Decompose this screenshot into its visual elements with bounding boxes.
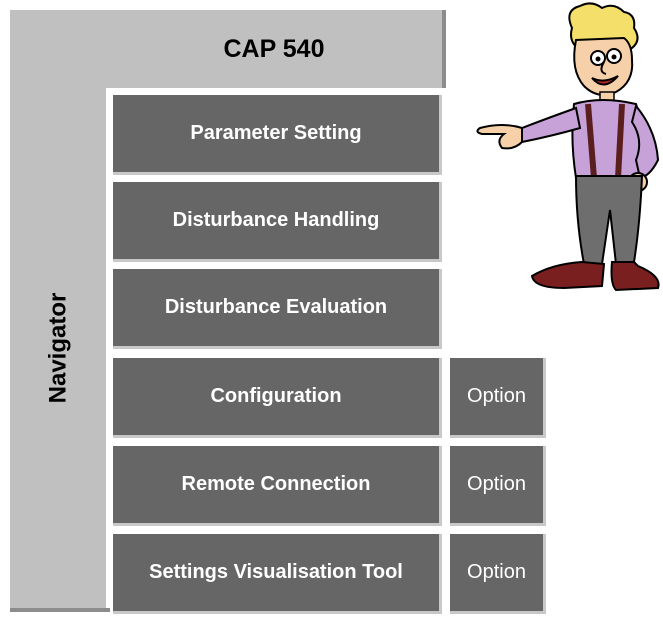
navigator-label: Navigator	[44, 292, 72, 404]
frame-sidebar	[10, 10, 106, 608]
configuration-option-button[interactable]: Option	[450, 358, 546, 438]
frame-shadow	[442, 10, 446, 88]
menu-disturbance-evaluation-button[interactable]: Disturbance Evaluation	[113, 269, 442, 349]
pointing-cartoon-man-icon	[476, 2, 660, 292]
page-title: CAP 540	[223, 34, 325, 63]
frame-shadow	[10, 608, 110, 612]
menu-disturbance-handling-button[interactable]: Disturbance Handling	[113, 182, 442, 262]
menu-parameter-setting-button[interactable]: Parameter Setting	[113, 95, 442, 175]
menu-configuration-button[interactable]: Configuration	[113, 358, 442, 438]
menu-settings-visualisation-tool-button[interactable]: Settings Visualisation Tool	[113, 534, 442, 614]
navigator-label-wrap: Navigator	[10, 88, 106, 608]
menu-remote-connection-button[interactable]: Remote Connection	[113, 446, 442, 526]
remote-connection-option-button[interactable]: Option	[450, 446, 546, 526]
settings-visualisation-option-button[interactable]: Option	[450, 534, 546, 614]
